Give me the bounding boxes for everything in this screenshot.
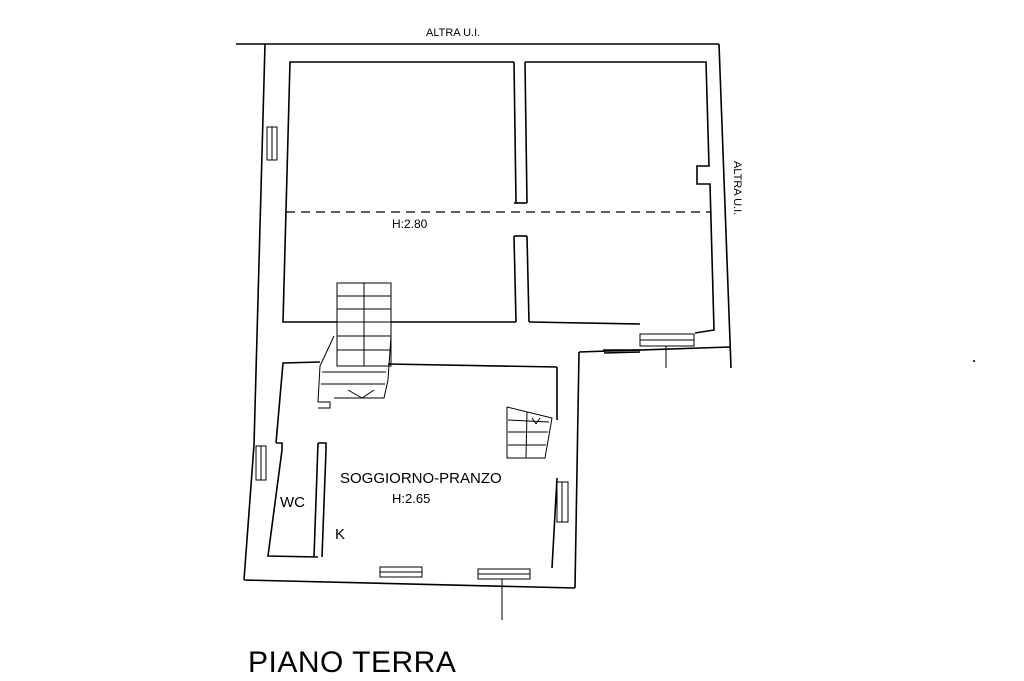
wc-label: WC [280,494,305,511]
stray-dot [973,360,975,362]
wc-partition [267,442,327,558]
living-room-label: SOGGIORNO-PRANZO [340,470,502,487]
neighbor-top-label: ALTRA U.I. [426,27,480,39]
openings [255,126,695,620]
height-upper-label: H:2.80 [392,217,428,231]
upper-room-left [282,61,530,323]
middle-walls [275,349,641,569]
exterior-walls [236,43,732,589]
upper-room-right [525,61,715,334]
kitchen-label: K [335,526,345,543]
main-staircase [317,282,392,409]
floor-title: PIANO TERRA [248,646,457,679]
height-living-label: H:2.65 [392,491,430,506]
small-staircase [506,406,553,459]
neighbor-right-label: ALTRA U.I. [731,161,743,215]
